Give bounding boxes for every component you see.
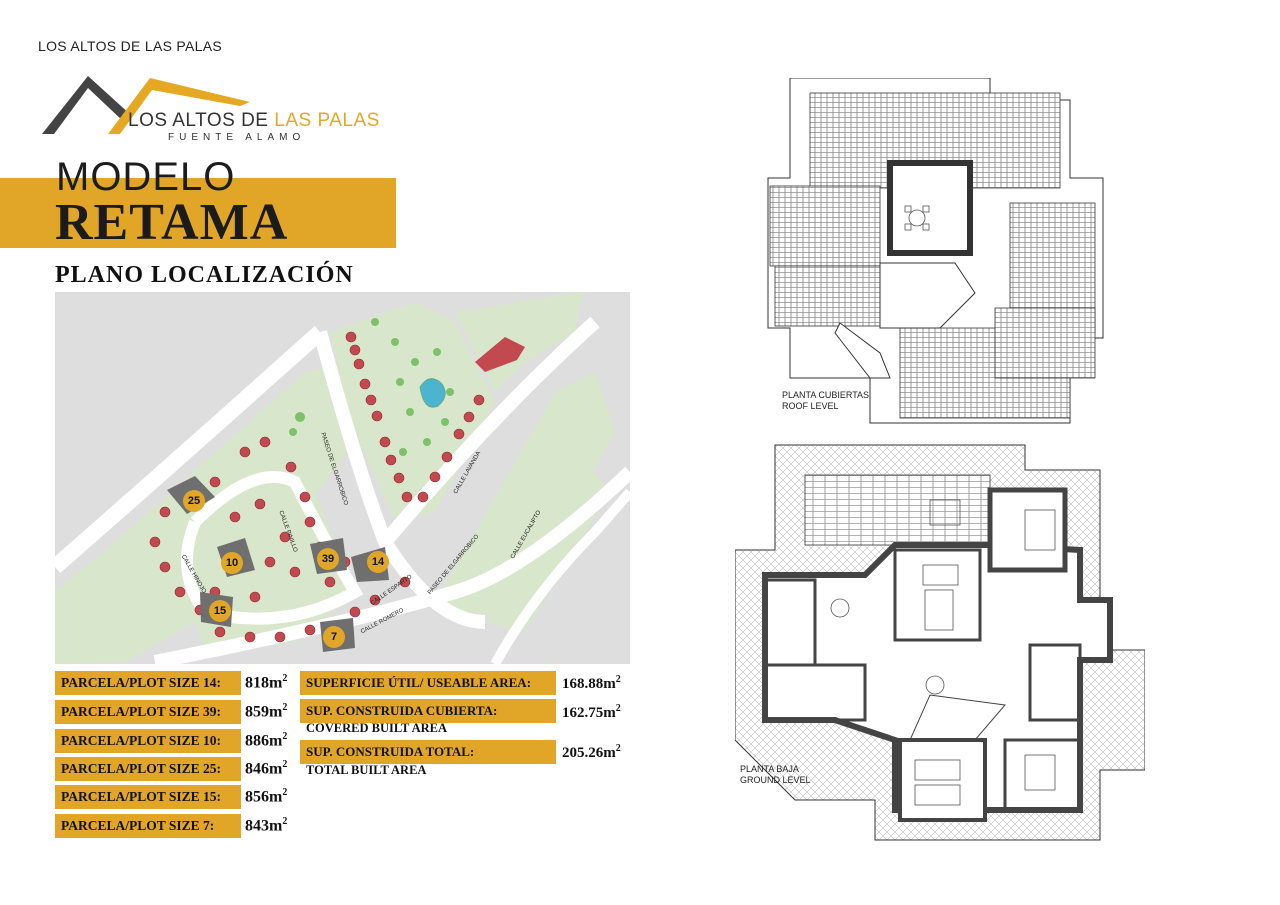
area-label-covered: SUP. CONSTRUIDA CUBIERTA: <box>300 699 556 723</box>
model-prefix: MODELO <box>56 155 236 199</box>
plot-size-label: PARCELA/PLOT SIZE 10: <box>55 729 241 753</box>
area-sublabel-total: TOTAL BUILT AREA <box>306 763 427 777</box>
plot-badge-7: 7 <box>323 626 345 648</box>
plot-size-row: PARCELA/PLOT SIZE 14: 818m2 <box>55 671 287 695</box>
brand-top-label: LOS ALTOS DE LAS PALAS <box>38 38 223 54</box>
model-name: RETAMA <box>55 194 289 251</box>
plot-size-label: PARCELA/PLOT SIZE 39: <box>55 700 241 724</box>
ground-plan-label-es: PLANTA BAJA <box>740 764 799 774</box>
plot-size-value: 818m2 <box>245 673 288 692</box>
plot-size-value: 846m2 <box>245 759 288 778</box>
plot-size-row: PARCELA/PLOT SIZE 25: 846m2 <box>55 757 287 781</box>
plot-size-row: PARCELA/PLOT SIZE 39: 859m2 <box>55 700 287 724</box>
plot-badge-25: 25 <box>183 490 205 512</box>
plot-size-label: PARCELA/PLOT SIZE 14: <box>55 671 241 695</box>
plot-size-label: PARCELA/PLOT SIZE 15: <box>55 785 241 809</box>
plot-size-row: PARCELA/PLOT SIZE 7: 843m2 <box>55 814 287 838</box>
site-map: 25 10 39 14 15 7 PASEO DE ELGARROBICO CA… <box>49 292 635 669</box>
plot-size-value: 859m2 <box>245 702 288 721</box>
ground-plan-label-en: GROUND LEVEL <box>740 775 811 785</box>
plot-badge-10: 10 <box>221 552 243 574</box>
logo: LOS ALTOS DE LAS PALAS FUENTE ALAMO <box>40 70 379 150</box>
plot-size-value: 856m2 <box>245 787 288 806</box>
logo-line2: FUENTE ALAMO <box>168 132 306 143</box>
plot-size-label: PARCELA/PLOT SIZE 7: <box>55 814 241 838</box>
area-label-useable: SUPERFICIE ÚTIL/ USEABLE AREA: <box>300 671 556 695</box>
area-value-useable: 168.88m2 <box>562 674 621 692</box>
plot-size-value: 886m2 <box>245 731 288 750</box>
logo-line1-accent: LAS PALAS <box>274 110 380 131</box>
plot-size-row: PARCELA/PLOT SIZE 15: 856m2 <box>55 785 287 809</box>
plot-badge-14: 14 <box>367 551 389 573</box>
area-sublabel-covered: COVERED BUILT AREA <box>306 721 448 735</box>
area-value-total: 205.26m2 <box>562 743 621 761</box>
plot-size-value: 843m2 <box>245 816 288 835</box>
section-title: PLANO LOCALIZACIÓN <box>55 262 354 288</box>
ground-plan-drawing <box>734 444 1146 841</box>
area-label-total: SUP. CONSTRUIDA TOTAL: <box>300 740 556 764</box>
roof-plan-label: PLANTA CUBIERTAS ROOF LEVEL <box>782 390 869 412</box>
roof-plan-label-en: ROOF LEVEL <box>782 401 839 411</box>
logo-line1: LOS ALTOS DE <box>128 110 269 131</box>
roof-plan-label-es: PLANTA CUBIERTAS <box>782 390 870 400</box>
area-value-covered: 162.75m2 <box>562 703 621 721</box>
ground-plan-label: PLANTA BAJA GROUND LEVEL <box>740 764 811 786</box>
logo-text: LOS ALTOS DE LAS PALAS <box>128 110 380 132</box>
title-band <box>0 178 396 248</box>
roof-plan-drawing <box>767 77 1104 424</box>
plot-size-row: PARCELA/PLOT SIZE 10: 886m2 <box>55 729 287 753</box>
logo-roof-icon <box>42 76 250 134</box>
plot-badge-15: 15 <box>209 600 231 622</box>
plot-size-label: PARCELA/PLOT SIZE 25: <box>55 757 241 781</box>
plot-highlights <box>167 476 389 652</box>
site-map-drawing <box>49 292 635 669</box>
roof-plan: PLANTA CUBIERTAS ROOF LEVEL <box>740 77 1110 428</box>
plot-badge-39: 39 <box>317 548 339 570</box>
ground-plan: PLANTA BAJA GROUND LEVEL <box>734 440 1146 845</box>
